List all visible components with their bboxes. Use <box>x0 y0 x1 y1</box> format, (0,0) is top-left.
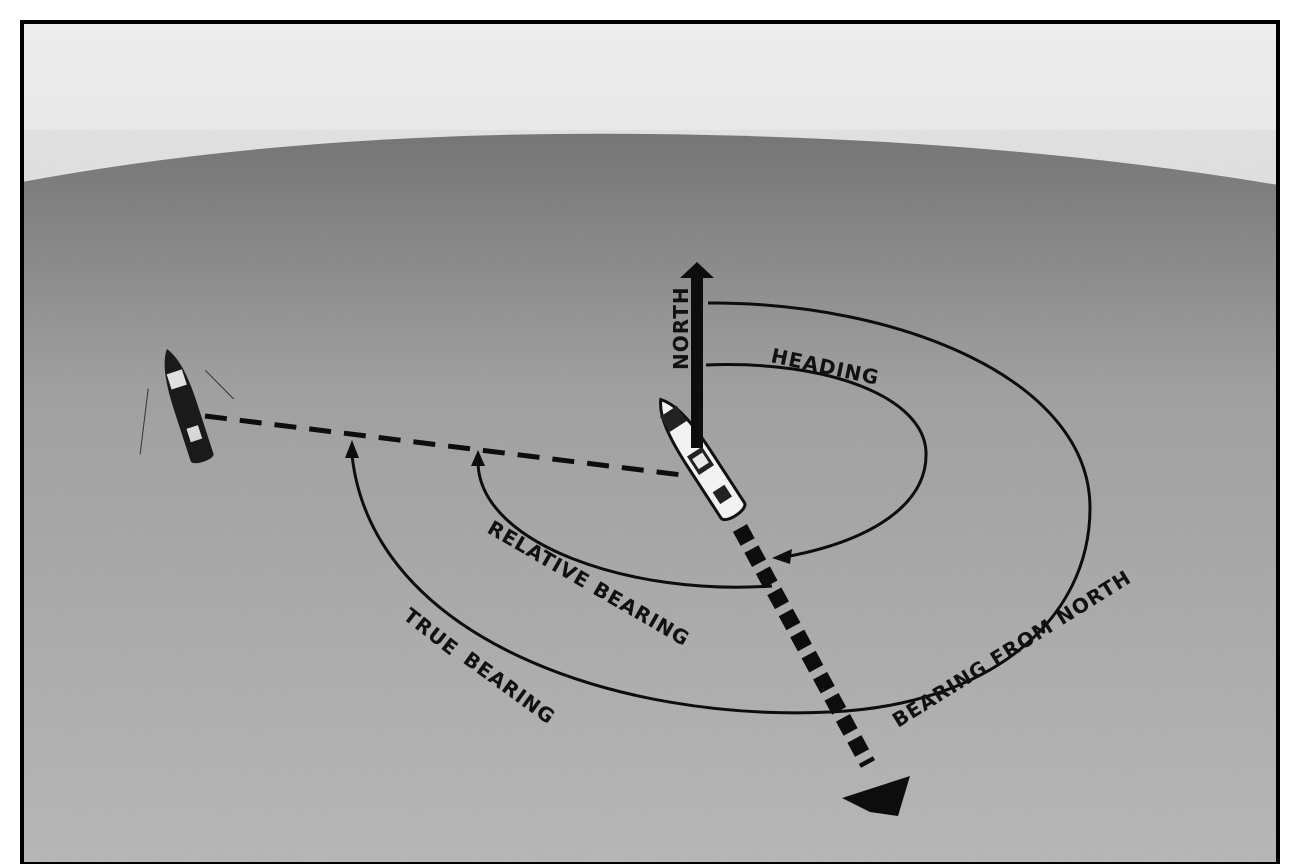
relative-bearing-arrowhead <box>471 450 485 466</box>
line-of-sight <box>204 413 691 479</box>
true-bearing-arc <box>350 454 831 715</box>
target-ship <box>139 349 234 464</box>
north-arrowhead <box>680 262 714 278</box>
picture-frame <box>20 20 1280 864</box>
heading-arc-arrowhead <box>772 549 792 564</box>
sea-texture <box>22 130 1278 864</box>
own-ship <box>659 397 747 521</box>
heading-arrowhead <box>842 776 910 816</box>
heading-arrow-shaft <box>732 524 876 768</box>
heading-arc <box>705 363 928 558</box>
relative-bearing-arc <box>476 462 773 589</box>
north-label: NORTH <box>669 286 693 370</box>
bearing-from-north-arc <box>707 301 1092 714</box>
true-bearing-arrowhead <box>345 440 359 458</box>
